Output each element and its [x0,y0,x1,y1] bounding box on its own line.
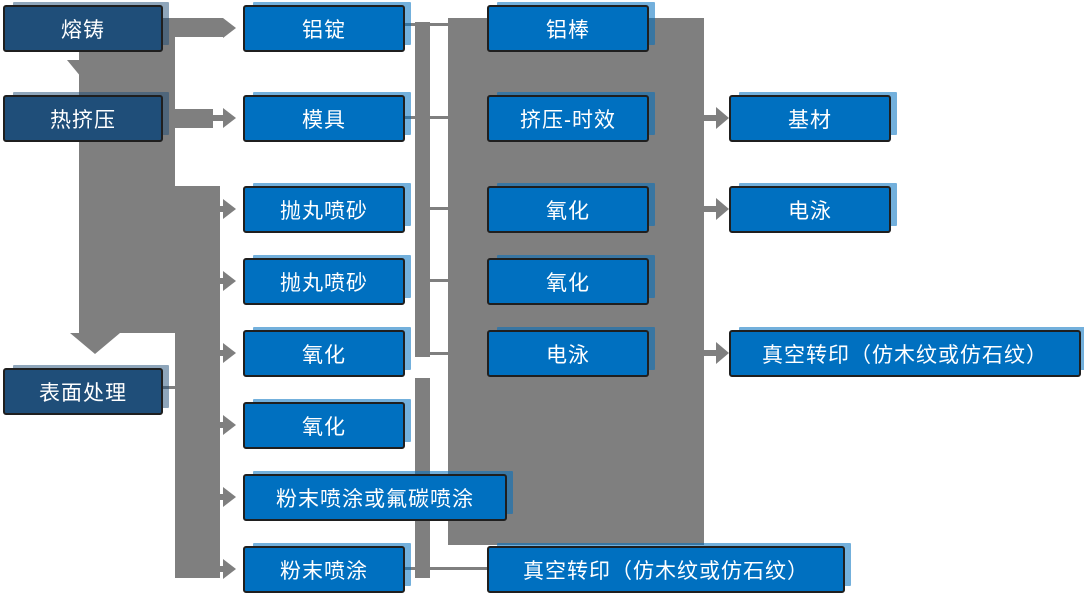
node-vacuum-transfer-1: 真空转印（仿木纹或仿石纹） [487,546,845,593]
link-row-mold [405,116,448,119]
link-row-vacuum-transfer [405,567,487,570]
arrowhead-powder-or-fluorocarbon [223,487,236,507]
arrowhead-down-hot-extrusion [67,60,105,83]
arrow-stem-aluminum-ingot [211,25,224,31]
arrow-stem-oxidation-2 [211,422,224,428]
node-oxidation-4: 氧化 [487,258,649,305]
link-row-electrophoresis [430,352,448,355]
arrow-stem-shot-blasting-1 [211,206,224,212]
node-electrophoresis-1: 电泳 [487,330,649,377]
arrow-stem-electrophoresis-2 [704,206,717,212]
node-vacuum-transfer-2: 真空转印（仿木纹或仿石纹） [729,330,1081,377]
arrowhead-vacuum-transfer-2 [716,342,729,364]
arrowhead-powder-coating [223,559,236,579]
connector-stem-mold [175,109,213,128]
arrowhead-oxidation-1 [223,343,236,363]
arrow-stem-shot-blasting-2 [211,278,224,284]
node-oxidation-3: 氧化 [487,186,649,233]
arrow-stem-powder-or-fluorocarbon [211,494,224,500]
node-oxidation-1: 氧化 [243,330,405,377]
node-powder-or-fluorocarbon-coating: 粉末喷涂或氟碳喷涂 [243,474,507,521]
node-electrophoresis-2: 电泳 [729,186,891,233]
link-row-aluminum [405,23,448,26]
arrow-stem-substrate [704,115,717,121]
arrow-stem-powder-coating [211,566,224,572]
connector-top-arm [175,18,223,37]
arrowhead-substrate [716,107,729,129]
node-extrusion-aging: 挤压-时效 [487,95,649,142]
connector-rail-upper [415,22,430,357]
node-aluminum-rod: 铝棒 [487,5,649,52]
node-oxidation-2: 氧化 [243,402,405,449]
link-row-oxidation-3 [430,207,448,210]
node-powder-coating: 粉末喷涂 [243,546,405,593]
node-shot-blasting-2: 抛丸喷砂 [243,258,405,305]
arrow-stem-mold [211,115,224,121]
arrowhead-down-surface-treatment [70,333,120,354]
arrowhead-shot-blasting-2 [223,271,236,291]
node-substrate: 基材 [729,95,891,142]
node-surface-treatment: 表面处理 [3,368,163,415]
arrowhead-electrophoresis-2 [716,198,729,220]
link-row-oxidation-4 [430,279,448,282]
connector-surface-treatment-stub [163,386,175,389]
node-aluminum-ingot: 铝锭 [243,5,405,52]
arrow-stem-oxidation-1 [211,350,224,356]
node-shot-blasting-1: 抛丸喷砂 [243,186,405,233]
arrowhead-shot-blasting-1 [223,199,236,219]
connector-branch-column [175,186,220,578]
arrowhead-oxidation-2 [223,415,236,435]
node-hot-extrusion: 热挤压 [3,95,163,142]
node-mold: 模具 [243,95,405,142]
node-melting-casting: 熔铸 [3,5,163,52]
arrowhead-aluminum-ingot [223,18,236,38]
arrow-stem-vacuum-transfer-2 [704,350,717,356]
arrowhead-mold [223,108,236,128]
